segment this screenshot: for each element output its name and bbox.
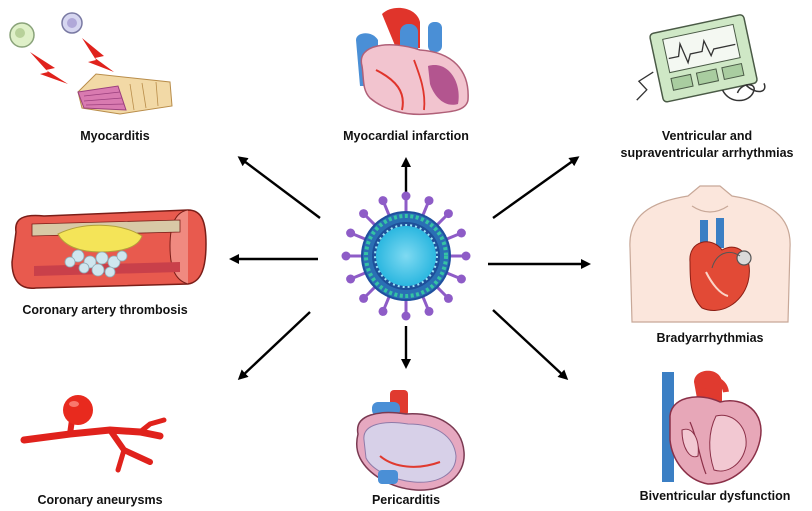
label-pericarditis: Pericarditis [371, 493, 441, 507]
virus-spike-head [401, 191, 411, 201]
virus-spike-head [424, 196, 434, 206]
label-bradyarrhythmias: Bradyarrhythmias [656, 331, 764, 345]
label-coronary-aneurysms: Coronary aneurysms [37, 493, 163, 507]
artery-clot-icon [11, 209, 207, 289]
ecg-monitor-icon [636, 14, 766, 103]
arrow-to-coronary-aneurysms [237, 311, 311, 381]
virus-spike-head [461, 251, 471, 261]
virus-spike-head [401, 311, 411, 321]
arrow-to-arrhythmias [492, 156, 580, 219]
heart-icon [356, 7, 469, 116]
coronavirus-icon [341, 191, 471, 321]
virus-spike-head [456, 274, 466, 284]
virus-spike-head [443, 209, 453, 219]
virus-spike-head [341, 251, 351, 261]
arrow-to-biventricular-dysfunction [492, 309, 569, 381]
heart-cross-section-icon [662, 370, 762, 485]
virus-spike-head [443, 293, 453, 303]
label-arrhythmias: Ventricular and supraventricular arrhyth… [620, 129, 794, 160]
virus-spike-head [359, 209, 369, 219]
virus-spike-head [456, 228, 466, 238]
virus-spike-head [346, 228, 356, 238]
arrows [229, 156, 591, 381]
virus-spike-head [378, 196, 388, 206]
virus-spike-head [359, 293, 369, 303]
virus-spike-head [424, 306, 434, 316]
muscle-fiber-icon [9, 12, 173, 115]
arrow-to-myocarditis [237, 156, 321, 219]
label-biventricular-dysfunction: Biventricular dysfunction [639, 489, 791, 503]
aneurysm-vessel-icon [20, 395, 167, 473]
label-myocarditis: Myocarditis [80, 129, 150, 143]
label-coronary-thrombosis: Coronary artery thrombosis [22, 303, 188, 317]
virus-spike-head [346, 274, 356, 284]
label-myocardial-infarction: Myocardial infarction [343, 129, 469, 143]
virus-spike-head [378, 306, 388, 316]
pacemaker-torso-icon [629, 185, 791, 323]
pericardium-heart-icon [355, 390, 465, 491]
